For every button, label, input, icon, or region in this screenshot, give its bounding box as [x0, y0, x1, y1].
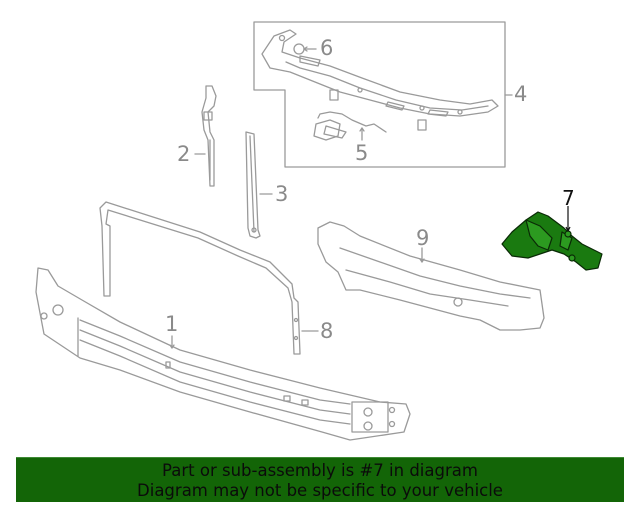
banner-line-2: Diagram may not be specific to your vehi… — [137, 481, 503, 500]
impact-bar-part-1 — [35, 267, 411, 441]
bracket-part-2 — [194, 85, 217, 187]
group-box-4 — [253, 21, 506, 168]
energy-absorber-part-9 — [317, 221, 545, 331]
upper-tie-bar-part-4 — [261, 29, 499, 131]
bracket-part-3 — [245, 131, 273, 239]
banner-line-1: Part or sub-assembly is #7 in diagram — [162, 461, 478, 480]
callout-1[interactable]: 1 — [165, 312, 179, 336]
callout-4[interactable]: 4 — [514, 82, 528, 106]
part-notice-banner: Part or sub-assembly is #7 in diagram Di… — [16, 457, 624, 502]
callout-6[interactable]: 6 — [320, 36, 334, 60]
hood-latch-part-5 — [313, 111, 387, 141]
clip-part-6 — [293, 43, 305, 55]
callout-8[interactable]: 8 — [320, 319, 334, 343]
callout-9[interactable]: 9 — [416, 226, 430, 250]
callout-7[interactable]: 7 — [562, 186, 575, 210]
highlighted-bracket-part-7 — [501, 206, 603, 271]
callout-3[interactable]: 3 — [275, 182, 289, 206]
reinforcement-part-8 — [99, 201, 319, 355]
callout-5[interactable]: 5 — [355, 141, 369, 165]
callout-2[interactable]: 2 — [177, 142, 191, 166]
